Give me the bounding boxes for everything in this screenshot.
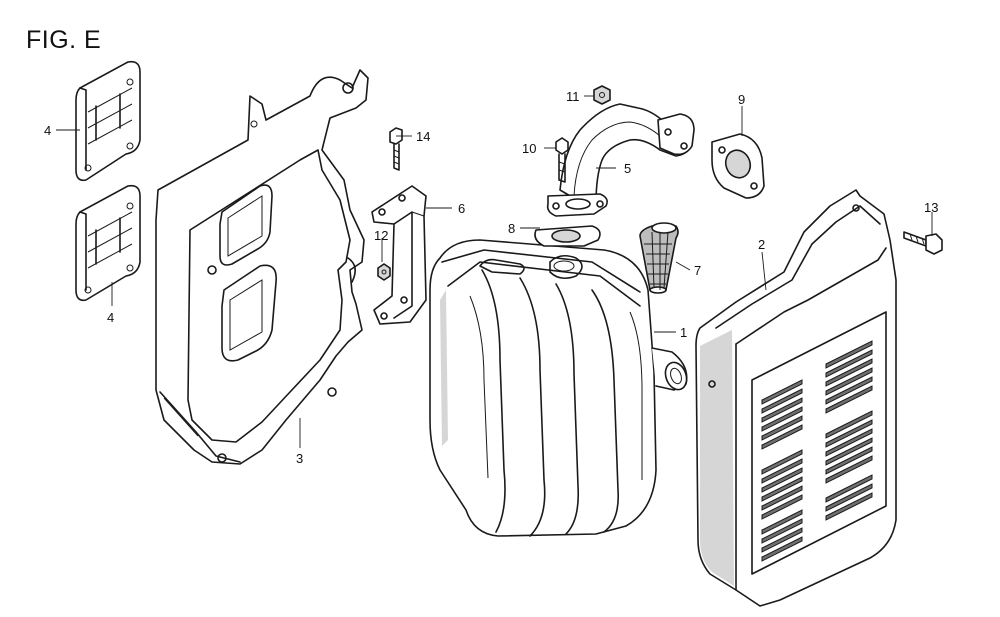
callout-labels: 1 2 3 4 4 5 6 7 8 9 10 11 12 13 14: [44, 89, 938, 466]
vent-slot: [825, 376, 873, 405]
vent-slot: [761, 397, 803, 423]
callout-1: 1: [680, 325, 687, 340]
vent-slot: [825, 446, 873, 475]
part-14-bolt: [389, 127, 403, 171]
vent-slot: [761, 536, 803, 562]
vent-slot: [825, 455, 873, 484]
part-9-gasket: [711, 133, 765, 199]
vent-slot: [761, 379, 803, 405]
callout-5: 5: [624, 161, 631, 176]
part-4-upper-plate: [75, 60, 141, 182]
vent-slot: [825, 428, 873, 457]
part-7-spark-arrester: [639, 222, 679, 294]
part-13-bolt: [903, 231, 943, 255]
callout-14: 14: [416, 129, 430, 144]
vent-slot: [825, 358, 873, 387]
part-4-lower-plate: [75, 184, 141, 302]
part-12-nut: [377, 263, 391, 281]
vent-slot: [761, 424, 803, 450]
vent-slot: [761, 467, 803, 493]
callout-3: 3: [296, 451, 303, 466]
part-5-exhaust-pipe: [546, 103, 695, 217]
figure-title: FIG. E: [26, 26, 102, 54]
part-6-bracket: [371, 185, 427, 325]
vent-slot: [825, 419, 873, 448]
callout-6: 6: [458, 201, 465, 216]
vent-slot: [825, 385, 873, 414]
callout-4-lower: 4: [107, 310, 114, 325]
callout-7: 7: [694, 263, 701, 278]
vent-slot: [825, 349, 873, 378]
part-11-nut: [593, 85, 611, 105]
vent-slot: [761, 527, 803, 553]
vent-slot: [761, 518, 803, 544]
callout-12: 12: [374, 228, 388, 243]
vent-slot: [825, 474, 873, 503]
part-8-gasket: [534, 225, 601, 247]
vent-slot: [825, 492, 873, 521]
vent-slot: [761, 509, 803, 535]
callout-2: 2: [758, 237, 765, 252]
vent-slot: [761, 485, 803, 511]
part-3-muffler-protector: [155, 69, 369, 465]
part-2-muffler-cover: [695, 189, 897, 607]
vent-slot: [825, 410, 873, 439]
vent-slot: [825, 437, 873, 466]
vent-slot: [761, 458, 803, 484]
vent-slot: [825, 340, 873, 369]
callout-4-upper: 4: [44, 123, 51, 138]
vent-slot: [761, 449, 803, 475]
vent-slot: [761, 388, 803, 414]
callout-11: 11: [566, 89, 580, 104]
vent-slot: [761, 476, 803, 502]
vent-slot: [825, 483, 873, 512]
part-10-bolt: [555, 137, 569, 183]
vent-slot: [761, 415, 803, 441]
leader-lines: [56, 95, 933, 448]
vent-slot: [761, 406, 803, 432]
callout-8: 8: [508, 221, 515, 236]
part-1-muffler: [429, 239, 688, 537]
vent-slot: [761, 494, 803, 520]
vent-slot: [825, 367, 873, 396]
callout-13: 13: [924, 200, 938, 215]
callout-10: 10: [522, 141, 536, 156]
callout-9: 9: [738, 92, 745, 107]
